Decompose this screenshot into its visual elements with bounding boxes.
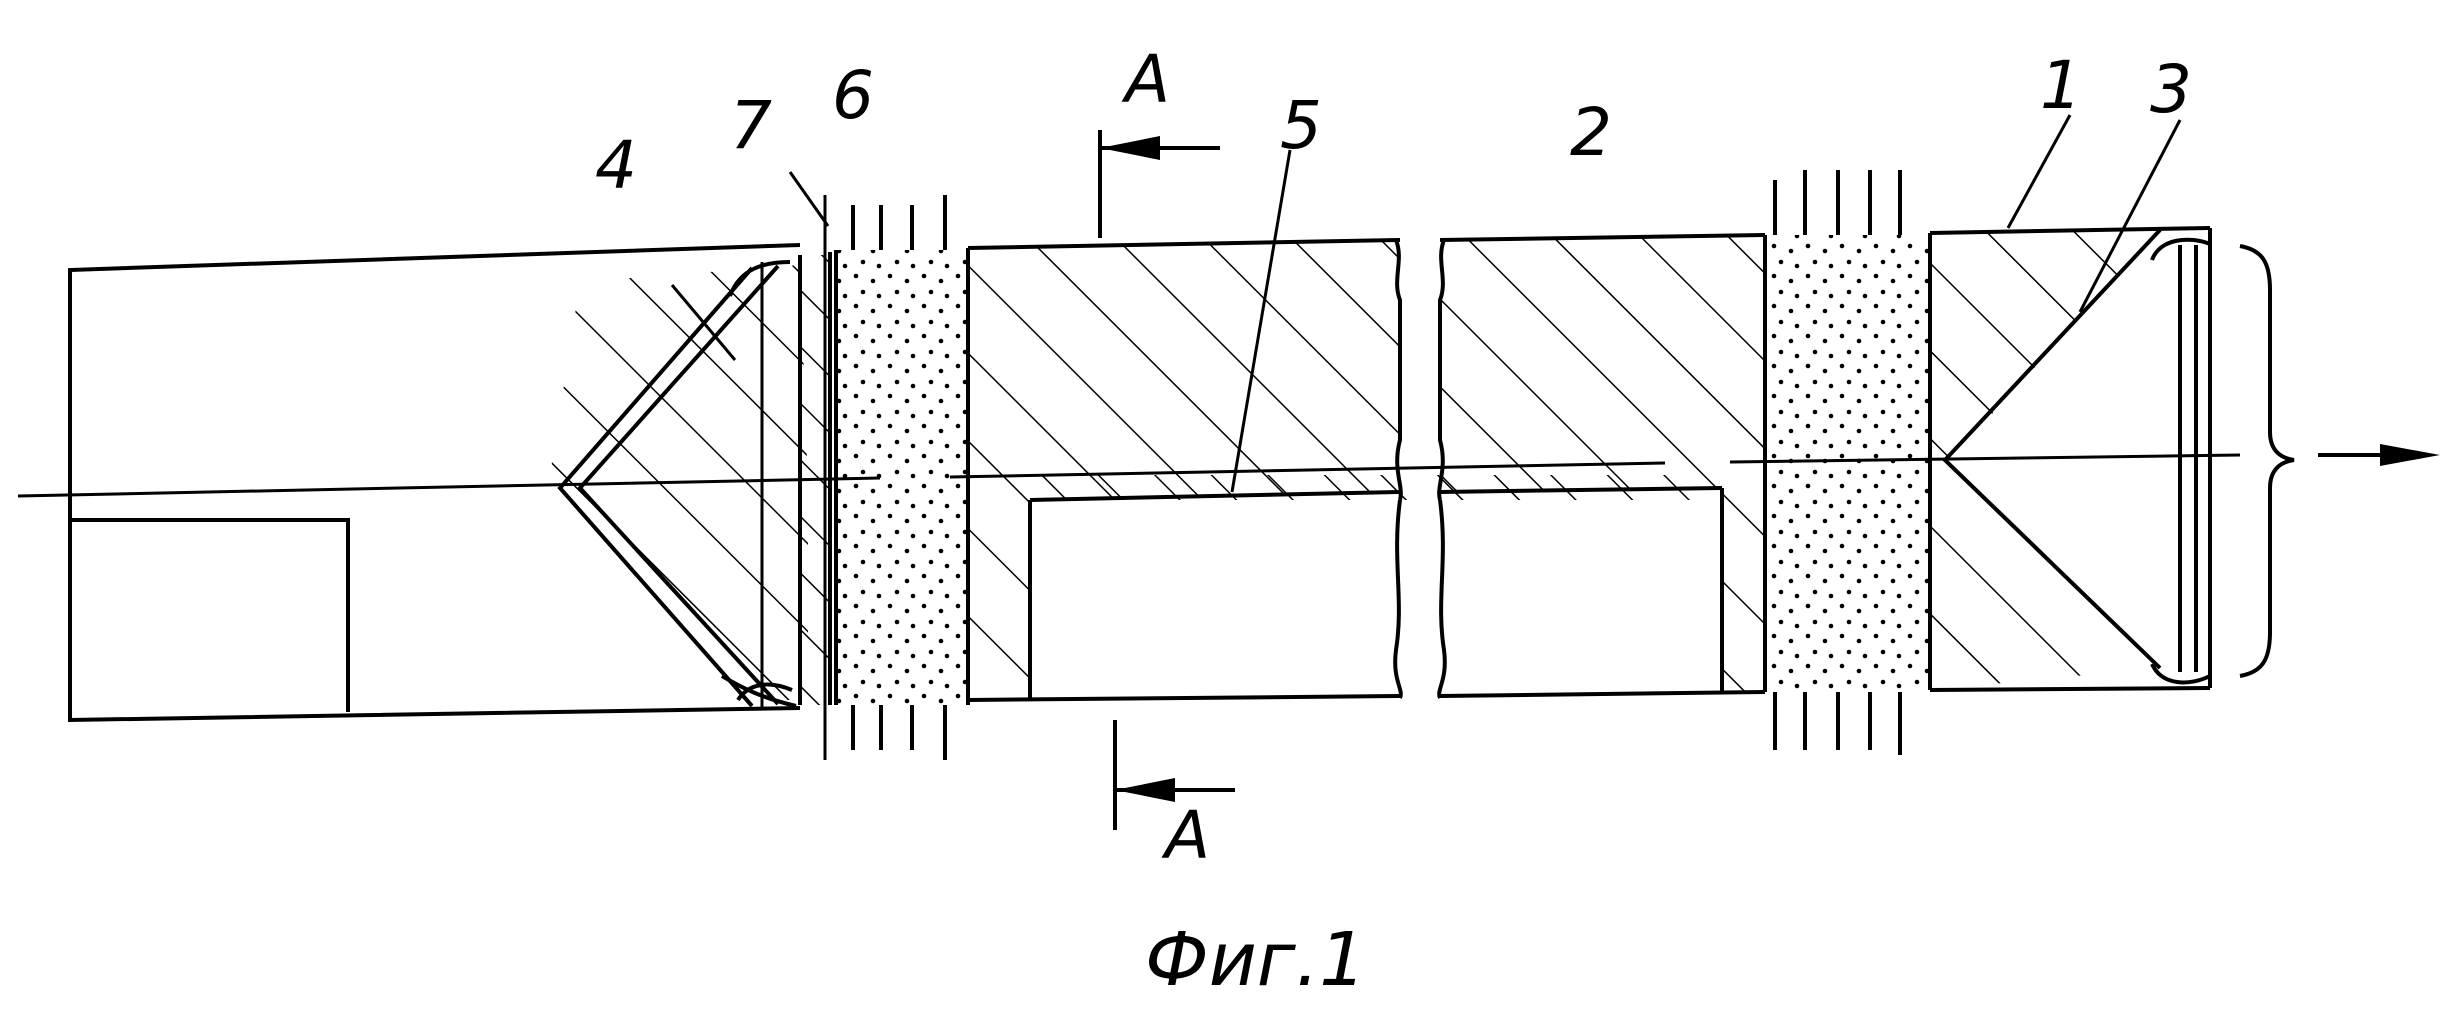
center-axis [17, 453, 2241, 498]
label-part-6: 6 [832, 57, 874, 134]
label-part-1: 1 [2040, 47, 2082, 124]
core-part-5 [1030, 475, 1710, 500]
label-part-2: 2 [1570, 94, 1612, 171]
section-mark-bottom: A [1113, 720, 1235, 874]
right-cone-part-3 [1929, 226, 2212, 692]
label-part-5: 5 [1280, 87, 1322, 164]
arrow-left-icon [1100, 136, 1160, 160]
right-insulator-ring [1763, 170, 1932, 755]
left-cone-part-4 [548, 260, 808, 710]
section-letter-top: A [1121, 41, 1170, 118]
leader-lines [670, 114, 2182, 493]
arrow-right-icon [2380, 444, 2440, 466]
arrow-left-icon [1115, 778, 1175, 802]
label-part-3: 3 [2150, 51, 2192, 128]
label-part-7: 7 [730, 87, 772, 164]
flow-indicator [2239, 244, 2440, 678]
section-letter-bottom: A [1161, 797, 1210, 874]
section-mark-top: A [1098, 41, 1220, 238]
figure-caption: Фиг.1 [1145, 917, 1366, 1003]
liner-part-7 [798, 195, 832, 760]
label-part-4: 4 [595, 127, 637, 204]
